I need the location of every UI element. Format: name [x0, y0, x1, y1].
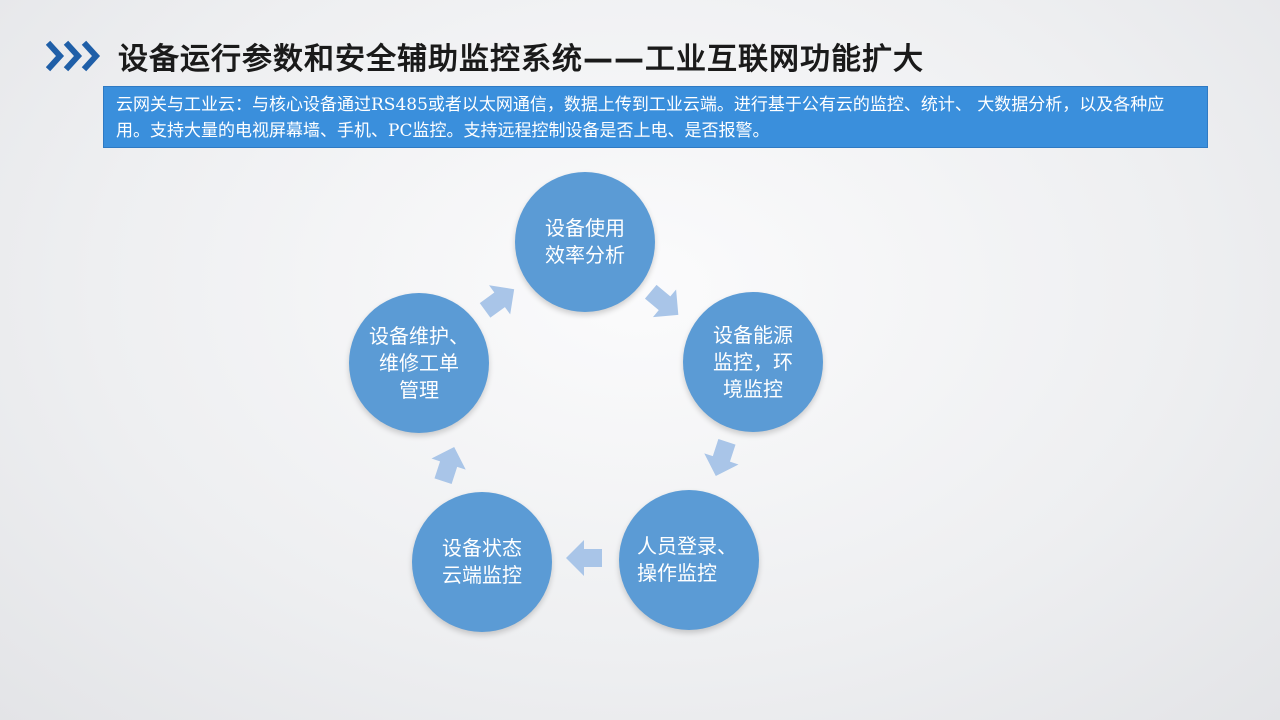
cycle-node-usage-efficiency: 设备使用 效率分析 — [515, 172, 655, 312]
cycle-arrow-1 — [644, 284, 679, 318]
triple-chevron-right-icon — [46, 40, 101, 72]
cycle-arrow-2 — [704, 439, 739, 477]
cycle-arrow-3 — [566, 540, 602, 576]
description-box: 云网关与工业云：与核心设备通过RS485或者以太网通信，数据上传到工业云端。进行… — [103, 86, 1208, 148]
cycle-node-personnel-login: 人员登录、 操作监控 — [619, 490, 759, 630]
cycle-node-maintenance: 设备维护、 维修工单 管理 — [349, 293, 489, 433]
description-text: 云网关与工业云：与核心设备通过RS485或者以太网通信，数据上传到工业云端。进行… — [116, 95, 1165, 141]
page-title: 设备运行参数和安全辅助监控系统——工业互联网功能扩大 — [118, 42, 924, 77]
cycle-node-energy-monitoring: 设备能源 监控，环 境监控 — [683, 292, 823, 432]
cycle-arrow-4 — [431, 446, 466, 484]
cycle-node-cloud-status: 设备状态 云端监控 — [412, 492, 552, 632]
cycle-arrow-5 — [479, 285, 515, 318]
